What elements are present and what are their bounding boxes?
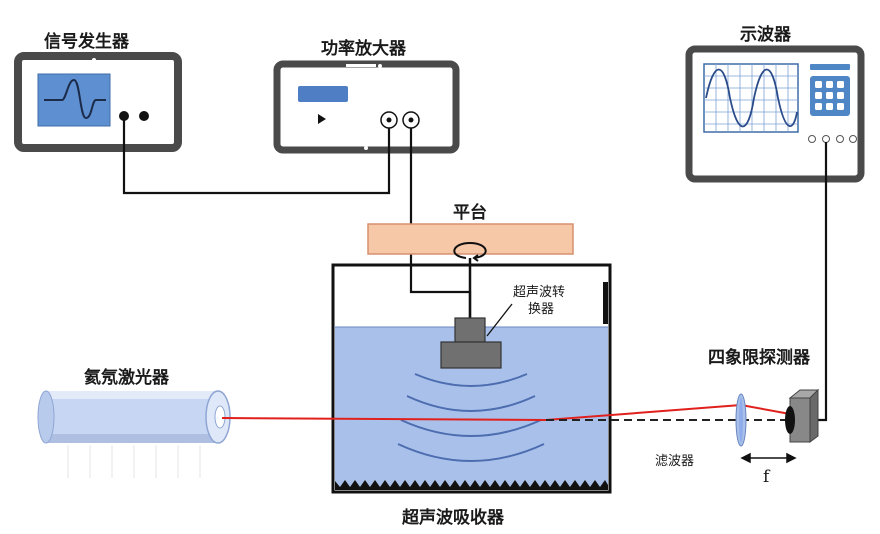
focal-length-label: f bbox=[763, 467, 770, 487]
rotation-arrow-icon bbox=[453, 241, 487, 262]
quadrant-detector-label: 四象限探测器 bbox=[708, 348, 810, 368]
oscilloscope-label: 示波器 bbox=[740, 25, 791, 45]
power-amplifier bbox=[273, 60, 460, 154]
laser-label: 氦氖激光器 bbox=[84, 368, 169, 388]
filter-lens bbox=[735, 393, 747, 447]
filter-label: 滤波器 bbox=[655, 454, 695, 469]
laser-beam bbox=[221, 404, 791, 421]
sine-wave-icon bbox=[705, 68, 798, 128]
ultrasonic-transducer bbox=[440, 303, 513, 369]
platform-label: 平台 bbox=[453, 203, 487, 223]
focal-length-arrow bbox=[740, 452, 797, 464]
absorber-teeth bbox=[335, 480, 608, 490]
signal-generator-label: 信号发生器 bbox=[44, 32, 129, 52]
oscilloscope bbox=[685, 45, 865, 183]
hene-laser bbox=[37, 390, 231, 478]
signal-generator bbox=[14, 52, 182, 152]
water-tank bbox=[331, 263, 612, 494]
transducer-label-line2: 换器 bbox=[528, 302, 555, 317]
power-amplifier-label: 功率放大器 bbox=[321, 39, 406, 59]
keypad-icon bbox=[810, 76, 850, 116]
absorber-label: 超声波吸收器 bbox=[402, 508, 504, 528]
transducer-label-line1: 超声波转 bbox=[513, 285, 566, 300]
play-icon bbox=[318, 114, 326, 124]
quadrant-detector bbox=[785, 388, 820, 443]
platform bbox=[367, 223, 574, 255]
ultrasonic-waves bbox=[397, 373, 545, 462]
sine-pulse-icon bbox=[44, 78, 106, 120]
